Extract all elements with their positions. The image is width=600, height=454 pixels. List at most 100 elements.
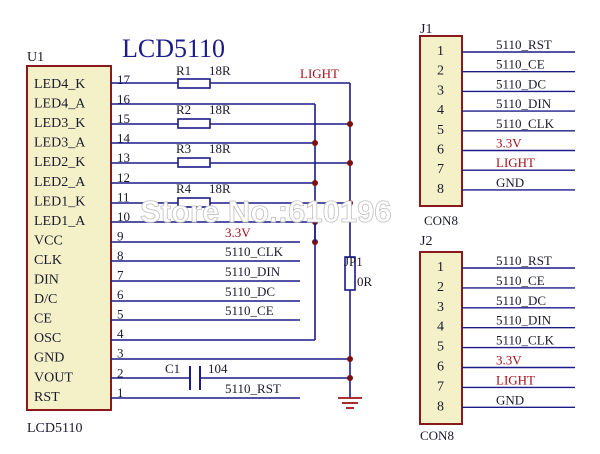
capacitor-c1 bbox=[189, 366, 201, 390]
u1-pin-number: 7 bbox=[117, 268, 124, 283]
j1-pin-number: 4 bbox=[437, 103, 444, 118]
diagram-title: LCD5110 bbox=[122, 34, 225, 63]
j1-pin-number: 8 bbox=[437, 182, 444, 197]
u1-pin-number: 4 bbox=[117, 326, 124, 341]
j2-pin-number: 3 bbox=[437, 300, 444, 315]
j1-pin-label: 5110_CE bbox=[496, 57, 545, 72]
j2-pin-label: 5110_CLK bbox=[496, 333, 555, 348]
net-din-label: 5110_DIN bbox=[225, 264, 281, 279]
u1-pin-number: 15 bbox=[117, 111, 130, 126]
r1-value: 18R bbox=[209, 63, 231, 78]
junctions bbox=[312, 121, 353, 381]
j2-body bbox=[419, 251, 463, 425]
jp1-ref: JP1 bbox=[344, 254, 363, 269]
j1-pin-label: 5110_RST bbox=[496, 37, 552, 52]
u1-pin-label: LED2_K bbox=[34, 155, 85, 170]
resistor-r2 bbox=[177, 118, 211, 129]
u1-ref: U1 bbox=[27, 50, 44, 65]
j2-pin-number: 7 bbox=[437, 379, 444, 394]
r3-ref: R3 bbox=[176, 141, 191, 156]
u1-pin-number: 10 bbox=[117, 209, 130, 224]
u1-pin-number: 6 bbox=[117, 287, 124, 302]
u1-pin-number: 8 bbox=[117, 248, 124, 263]
j1-body bbox=[419, 35, 463, 207]
u1-pin-number: 12 bbox=[117, 170, 130, 185]
u1-pin-number: 2 bbox=[117, 365, 124, 380]
u1-pin-label: VOUT bbox=[34, 370, 73, 385]
resistor-r3 bbox=[177, 157, 211, 168]
j1-ref: J1 bbox=[420, 22, 432, 37]
u1-body bbox=[26, 65, 112, 411]
u1-pin-label: GND bbox=[34, 351, 64, 366]
j2-pin-number: 2 bbox=[437, 280, 444, 295]
j1-pin-label: LIGHT bbox=[496, 155, 535, 170]
j1-pin-label: GND bbox=[496, 175, 524, 190]
j2-pin-label: LIGHT bbox=[496, 372, 535, 387]
u1-pin-label: LED2_A bbox=[34, 175, 86, 190]
j1-pin-number: 7 bbox=[437, 162, 444, 177]
net-ce-label: 5110_CE bbox=[225, 303, 274, 318]
u1-pin-number: 1 bbox=[117, 385, 124, 400]
j2-pin-label: GND bbox=[496, 392, 524, 407]
j1-pin-number: 5 bbox=[437, 123, 444, 138]
u1-pin-label: LED4_A bbox=[34, 97, 86, 112]
j2-pin-label: 5110_RST bbox=[496, 253, 552, 268]
net-3v3-label: 3.3V bbox=[225, 225, 251, 240]
jumper-jp1 bbox=[344, 256, 356, 291]
u1-pin-label: OSC bbox=[34, 331, 61, 346]
r1-ref: R1 bbox=[176, 63, 191, 78]
u1-pin-label: LED1_A bbox=[34, 214, 86, 229]
u1-pin-label: RST bbox=[34, 390, 60, 405]
j1-pin-number: 3 bbox=[437, 83, 444, 98]
u1-pin-number: 5 bbox=[117, 307, 124, 322]
j2-pin-number: 8 bbox=[437, 399, 444, 414]
u1-pin-label: VCC bbox=[34, 233, 63, 248]
resistors bbox=[177, 78, 211, 208]
c1-value: 104 bbox=[208, 361, 228, 376]
j1-pin-number: 6 bbox=[437, 143, 444, 158]
u1-name: LCD5110 bbox=[27, 421, 82, 436]
j1-pin-number: 2 bbox=[437, 64, 444, 79]
r4-ref: R4 bbox=[176, 181, 192, 196]
ground-symbol bbox=[338, 397, 362, 409]
u1-pin-label: DIN bbox=[34, 273, 59, 288]
u1-pin-number: 14 bbox=[117, 131, 131, 146]
r2-value: 18R bbox=[209, 102, 231, 117]
j2-pin-number: 4 bbox=[437, 320, 444, 335]
j2-pin-label: 3.3V bbox=[496, 353, 522, 368]
u1-pin-label: CLK bbox=[34, 253, 62, 268]
u1-pin-label: LED3_A bbox=[34, 136, 86, 151]
u1-pin-number: 16 bbox=[117, 92, 131, 107]
u1-pin-label: LED3_K bbox=[34, 116, 85, 131]
j2-pin-number: 6 bbox=[437, 360, 444, 375]
j1-pin-label: 5110_DC bbox=[496, 76, 546, 91]
u1-pin-number: 3 bbox=[117, 346, 124, 361]
j1-pin-label: 5110_DIN bbox=[496, 96, 552, 111]
net-clk-label: 5110_CLK bbox=[225, 244, 284, 259]
net-dc-label: 5110_DC bbox=[225, 284, 275, 299]
j2-pin-number: 5 bbox=[437, 340, 444, 355]
wires bbox=[111, 82, 351, 399]
j2-pin-label: 5110_DC bbox=[496, 293, 546, 308]
j2-pin-number: 1 bbox=[437, 260, 444, 275]
j1-pin-number: 1 bbox=[437, 44, 444, 59]
resistor-r4 bbox=[177, 197, 211, 208]
c1-ref: C1 bbox=[165, 361, 180, 376]
j2-ref: J2 bbox=[420, 234, 432, 249]
j2-pin-label: 5110_DIN bbox=[496, 313, 552, 328]
resistor-r1 bbox=[177, 78, 211, 89]
r3-value: 18R bbox=[209, 141, 231, 156]
r4-value: 18R bbox=[209, 181, 231, 196]
u1-pin-label: LED1_K bbox=[34, 194, 85, 209]
u1-pin-number: 11 bbox=[117, 189, 130, 204]
j1-pin-label: 3.3V bbox=[496, 136, 522, 151]
u1-pin-number: 9 bbox=[117, 228, 124, 243]
u1-pin-number: 13 bbox=[117, 150, 130, 165]
store-watermark: Store No.:610196 bbox=[140, 194, 392, 229]
j2-name: CON8 bbox=[420, 428, 454, 443]
